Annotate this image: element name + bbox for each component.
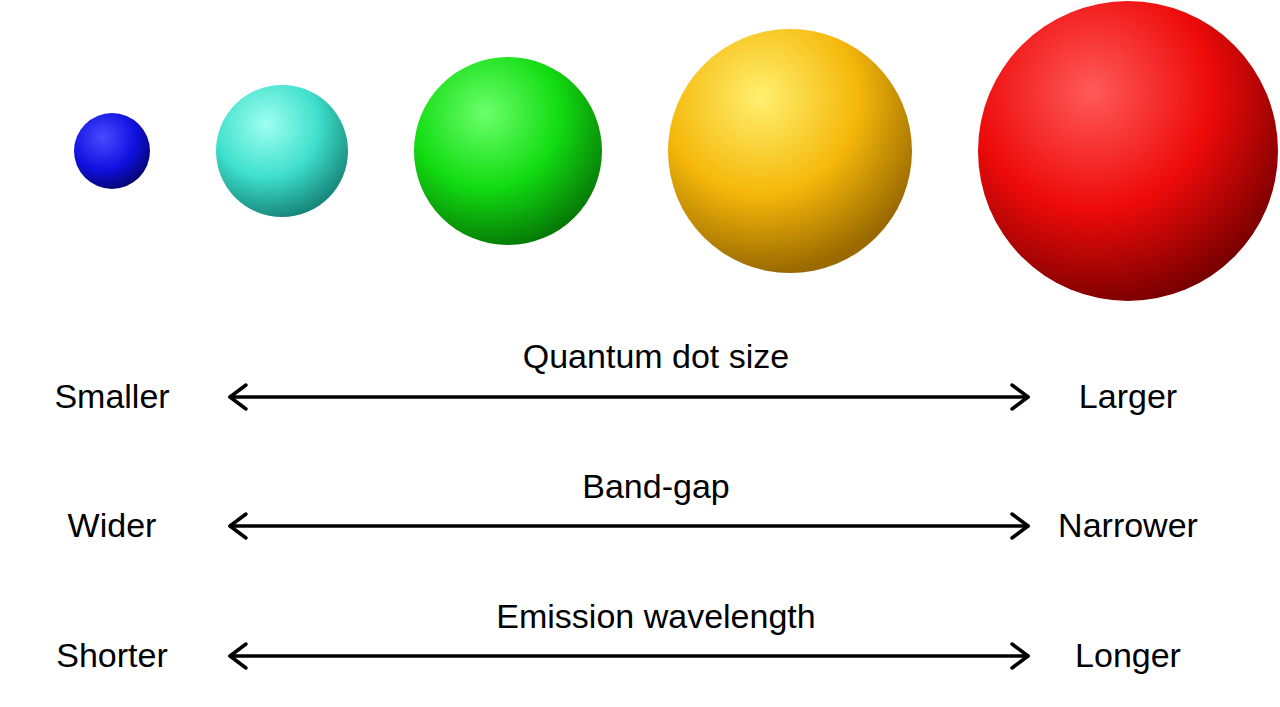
axis-end-label: Shorter xyxy=(56,636,168,675)
axis-end-label: Smaller xyxy=(54,377,169,416)
double-arrow xyxy=(230,385,1028,409)
axis-title: Band-gap xyxy=(582,467,729,506)
axis-title: Emission wavelength xyxy=(496,597,815,636)
double-arrow xyxy=(230,644,1028,668)
axis-end-label: Larger xyxy=(1079,377,1177,416)
cyan-dot xyxy=(216,85,348,217)
axis-title: Quantum dot size xyxy=(523,337,789,376)
axis-end-label: Wider xyxy=(68,506,157,545)
axis-end-label: Longer xyxy=(1075,636,1181,675)
green-dot xyxy=(414,57,602,245)
red-dot xyxy=(978,1,1278,301)
yellow-dot xyxy=(668,29,912,273)
double-arrow xyxy=(230,514,1028,538)
blue-dot xyxy=(74,113,150,189)
axis-end-label: Narrower xyxy=(1058,506,1198,545)
